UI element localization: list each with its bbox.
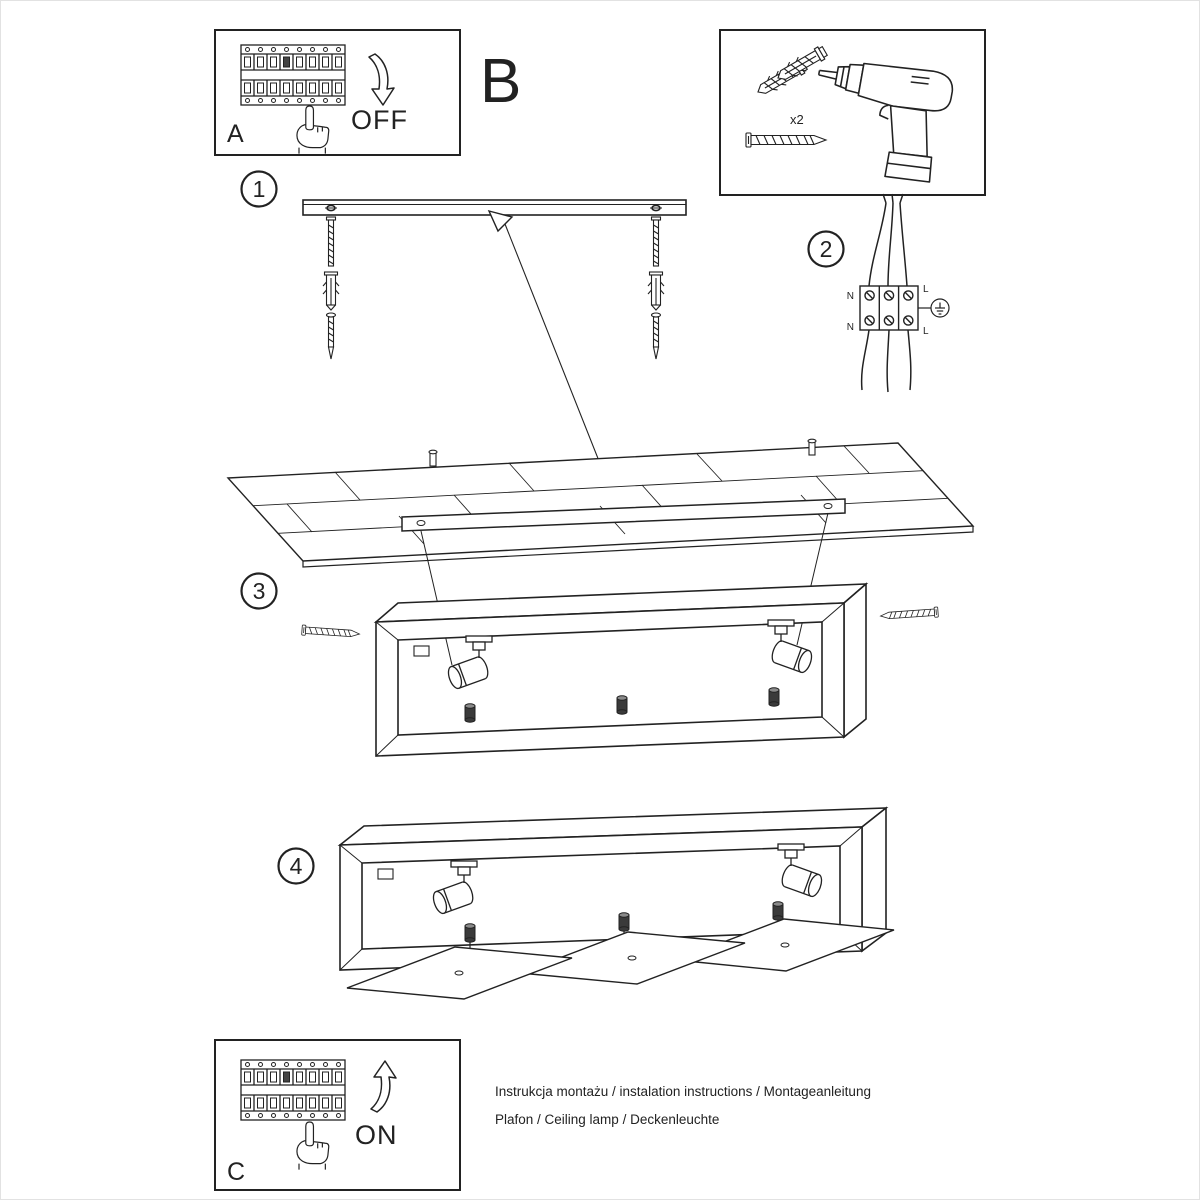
step-3: 3 <box>226 438 975 757</box>
terminal-label-l-bottom: L <box>923 326 929 337</box>
switch-state-off: OFF <box>351 105 408 135</box>
spotlight-icon <box>445 635 493 691</box>
fixing-studs <box>428 438 817 467</box>
bolt-icon <box>618 912 630 932</box>
tools-box-frame <box>719 29 986 196</box>
switch-state-on: ON <box>355 1120 398 1150</box>
step-2-badge <box>807 230 845 268</box>
supply-wires <box>868 193 908 287</box>
side-screw-icon <box>879 606 939 622</box>
bolt-icon <box>616 695 628 715</box>
panel-a-label: A <box>227 120 244 148</box>
wall-plug-icon <box>322 271 340 311</box>
step-4: 4 <box>277 806 895 1000</box>
terminal-block <box>859 285 919 331</box>
mounting-screw-icon <box>650 312 662 360</box>
section-label: B <box>480 47 521 116</box>
footer-line1: Instrukcja montażu / instalation instruc… <box>495 1084 871 1099</box>
lamp-frame-step4 <box>337 806 889 971</box>
spotlight-icon <box>777 843 825 899</box>
mounting-screw-icon <box>325 312 337 360</box>
threaded-rod-icon <box>650 216 662 267</box>
alignment-line <box>420 530 453 666</box>
step-4-number: 4 <box>290 853 303 879</box>
step-1-number: 1 <box>253 176 266 202</box>
mounting-bar <box>302 199 687 216</box>
bolt-icon <box>772 901 784 921</box>
tools-box: x2 <box>719 29 986 196</box>
step-1-badge <box>240 170 278 208</box>
power-off-panel: OFF A <box>214 29 461 156</box>
step-1: 1 <box>240 170 687 520</box>
spotlight-icon <box>430 860 478 916</box>
ceiling-panel <box>226 442 975 568</box>
screw-icon <box>745 132 827 148</box>
breaker-panel-icon <box>240 44 346 106</box>
spotlight-icon <box>767 619 815 675</box>
step-2-number: 2 <box>820 236 833 262</box>
step-3-number: 3 <box>253 578 266 604</box>
glass-panels <box>346 918 895 1000</box>
mounting-bar-installed <box>401 498 846 532</box>
terminal-label-n-bottom: N <box>847 322 854 333</box>
footer-line2: Plafon / Ceiling lamp / Deckenleuchte <box>495 1112 719 1127</box>
breaker-panel-icon <box>240 1059 346 1121</box>
terminal-label-l-top: L <box>923 284 929 295</box>
step-3-badge <box>240 572 278 610</box>
panel-c-label: C <box>227 1158 245 1186</box>
lamp-frame-step3 <box>373 582 869 757</box>
earth-symbol-icon <box>930 298 950 318</box>
bolt-icon <box>464 923 476 943</box>
step-4-badge <box>277 847 315 885</box>
side-screw-icon <box>301 624 361 640</box>
terminal-label-n-top: N <box>847 291 854 302</box>
wall-plug-icon <box>647 271 665 311</box>
threaded-rod-icon <box>325 216 337 267</box>
power-on-panel: ON C <box>214 1039 461 1191</box>
bolt-icon <box>464 703 476 723</box>
lamp-wires <box>860 329 912 393</box>
step-2: 2 N L N L <box>807 193 950 393</box>
bolt-icon <box>768 687 780 707</box>
anchor-quantity-label: x2 <box>790 112 804 127</box>
